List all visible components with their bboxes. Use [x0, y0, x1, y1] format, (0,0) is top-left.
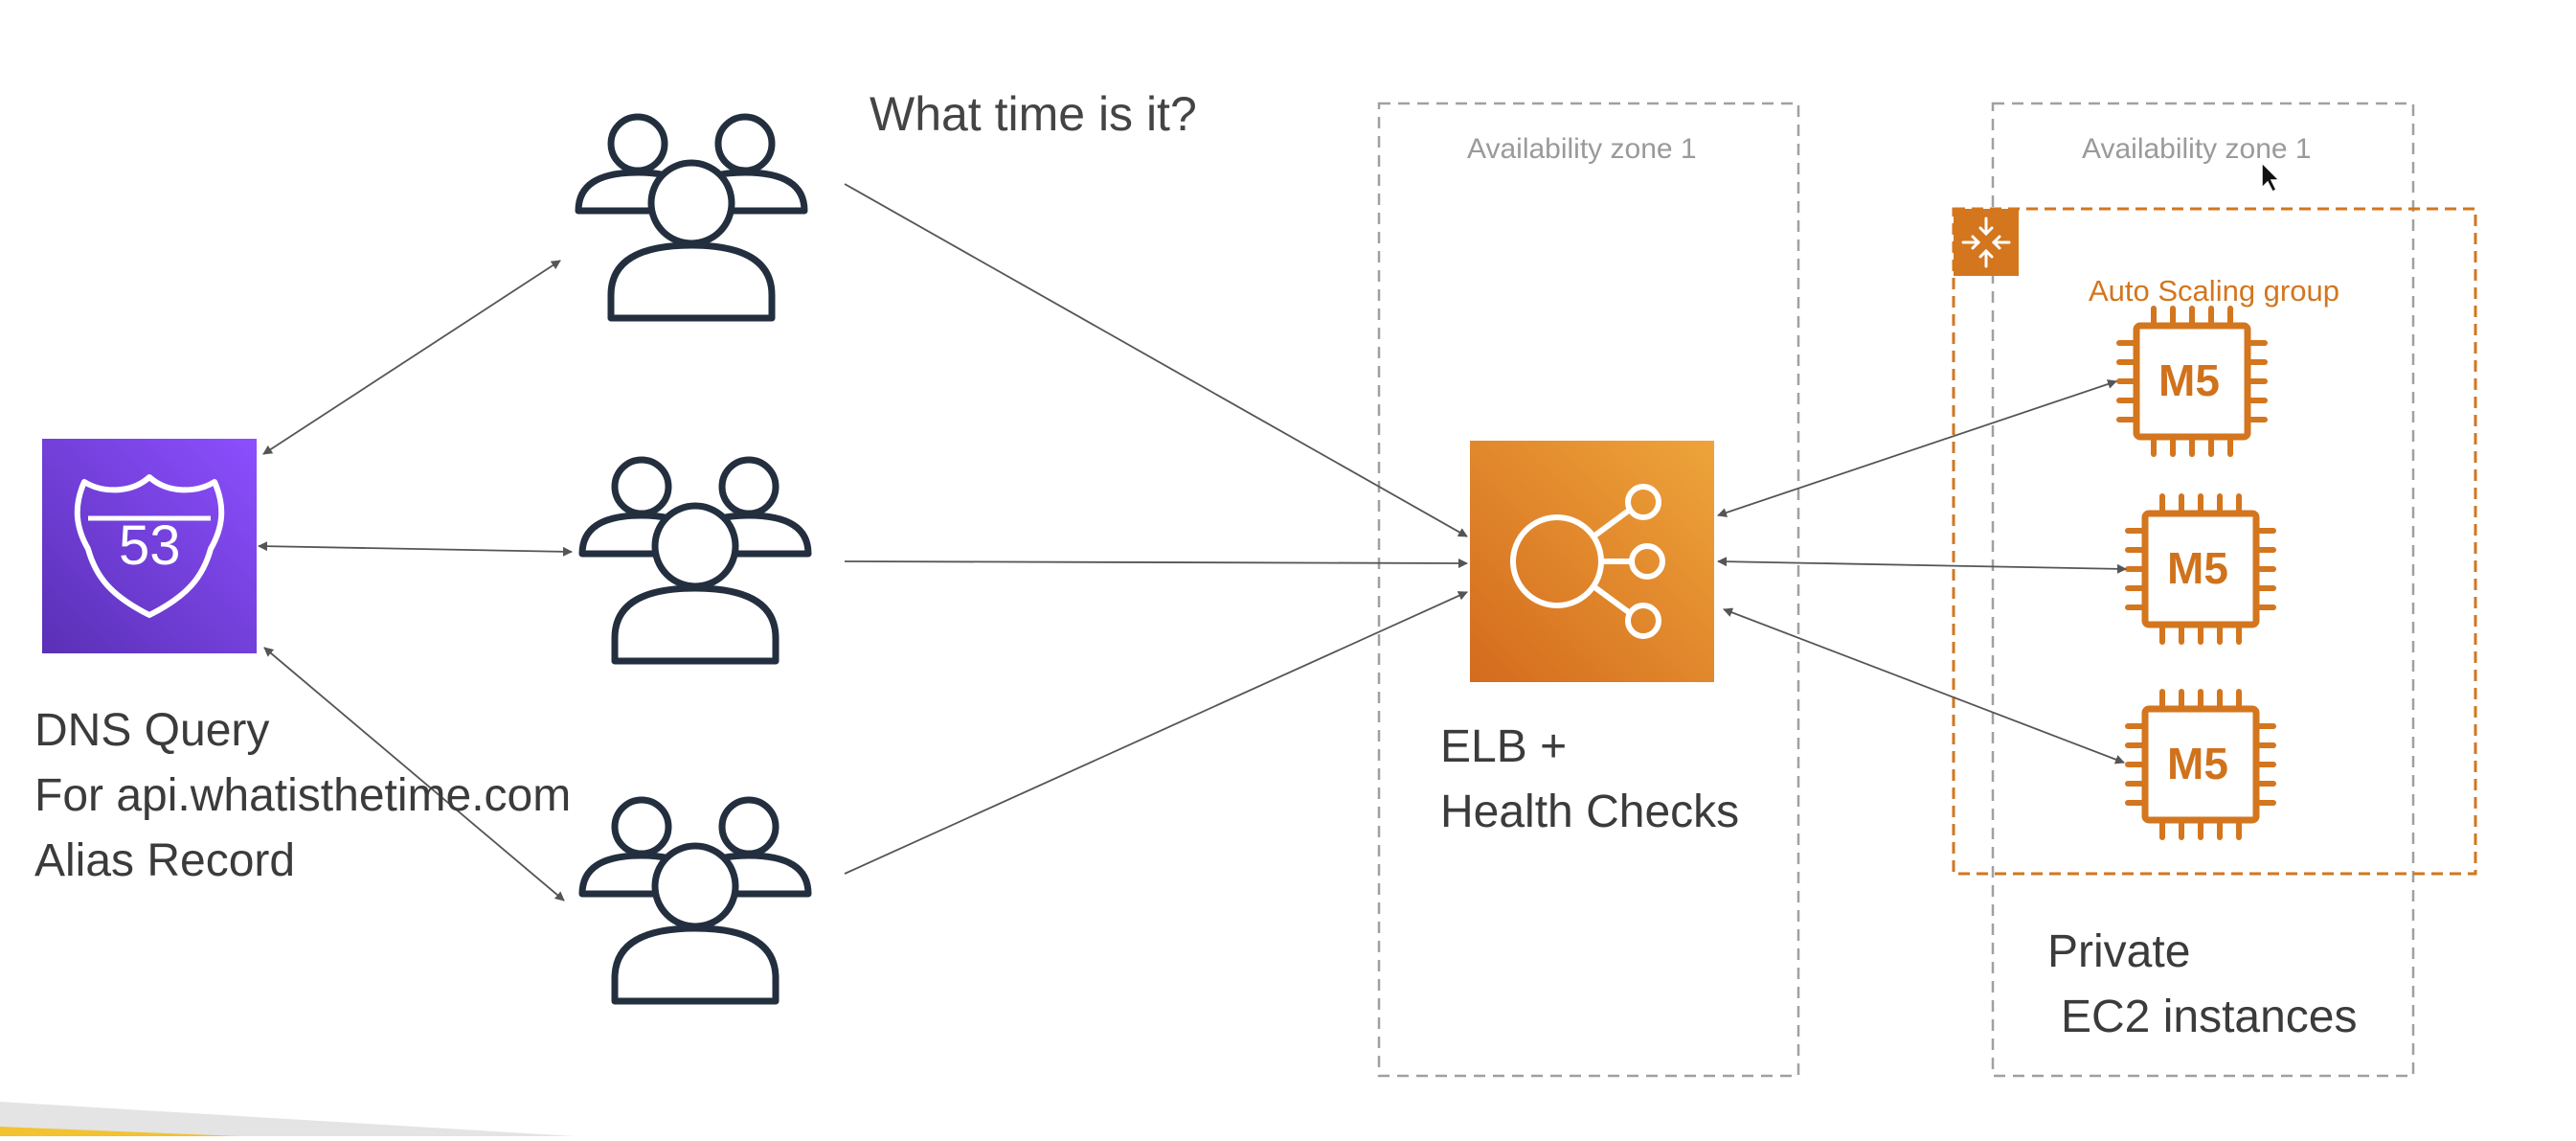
dns-query-line-3: Alias Record [34, 835, 296, 886]
arrow-dns-user-top [262, 260, 561, 455]
route53-badge-number: 53 [119, 514, 181, 577]
arrow-elb-ec2-3 [1723, 607, 2125, 764]
elb-label-line-2: Health Checks [1440, 787, 1740, 837]
private-ec2-label-line-2: EC2 instances [2061, 992, 2358, 1042]
user-group-icon-middle [582, 460, 808, 661]
elb-label-line-1: ELB + [1440, 721, 1568, 772]
slide-edge-shadow [0, 1102, 575, 1136]
user-group-icon-bottom [582, 800, 808, 1001]
ec2-instance-label-3: M5 [2167, 739, 2228, 788]
ec2-instance-label-1: M5 [2158, 355, 2220, 405]
auto-scaling-icon [1954, 209, 2019, 276]
route53-icon [42, 439, 257, 653]
private-ec2-label-line-1: Private [2047, 926, 2191, 977]
auto-scaling-group-box [1952, 207, 2477, 876]
elb-icon [1470, 441, 1714, 682]
arrow-dns-user-bottom [263, 647, 565, 901]
arrow-user-middle-elb [844, 558, 1468, 568]
arrow-elb-ec2-2 [1717, 557, 2127, 574]
arrow-elb-ec2-1 [1717, 379, 2117, 517]
availability-zone-label-2: Availability zone 1 [2082, 133, 2312, 165]
dns-query-line-1: DNS Query [34, 705, 270, 756]
mouse-cursor-icon [2261, 161, 2281, 194]
availability-zone-box-2 [1991, 102, 2415, 1078]
dns-query-line-2: For api.whatisthetime.com [34, 770, 572, 821]
ec2-instance-label-2: M5 [2167, 543, 2228, 593]
arrow-dns-user-middle [258, 541, 573, 557]
user-group-icon-top [578, 117, 804, 318]
diagram-title: What time is it? [870, 87, 1197, 141]
slide-edge-accent [0, 1127, 239, 1136]
auto-scaling-group-label: Auto Scaling group [2089, 274, 2339, 308]
availability-zone-label-1: Availability zone 1 [1467, 133, 1697, 165]
arrow-user-top-elb [844, 183, 1468, 537]
availability-zone-box-1 [1377, 102, 1800, 1078]
arrow-user-bottom-elb [844, 591, 1468, 875]
